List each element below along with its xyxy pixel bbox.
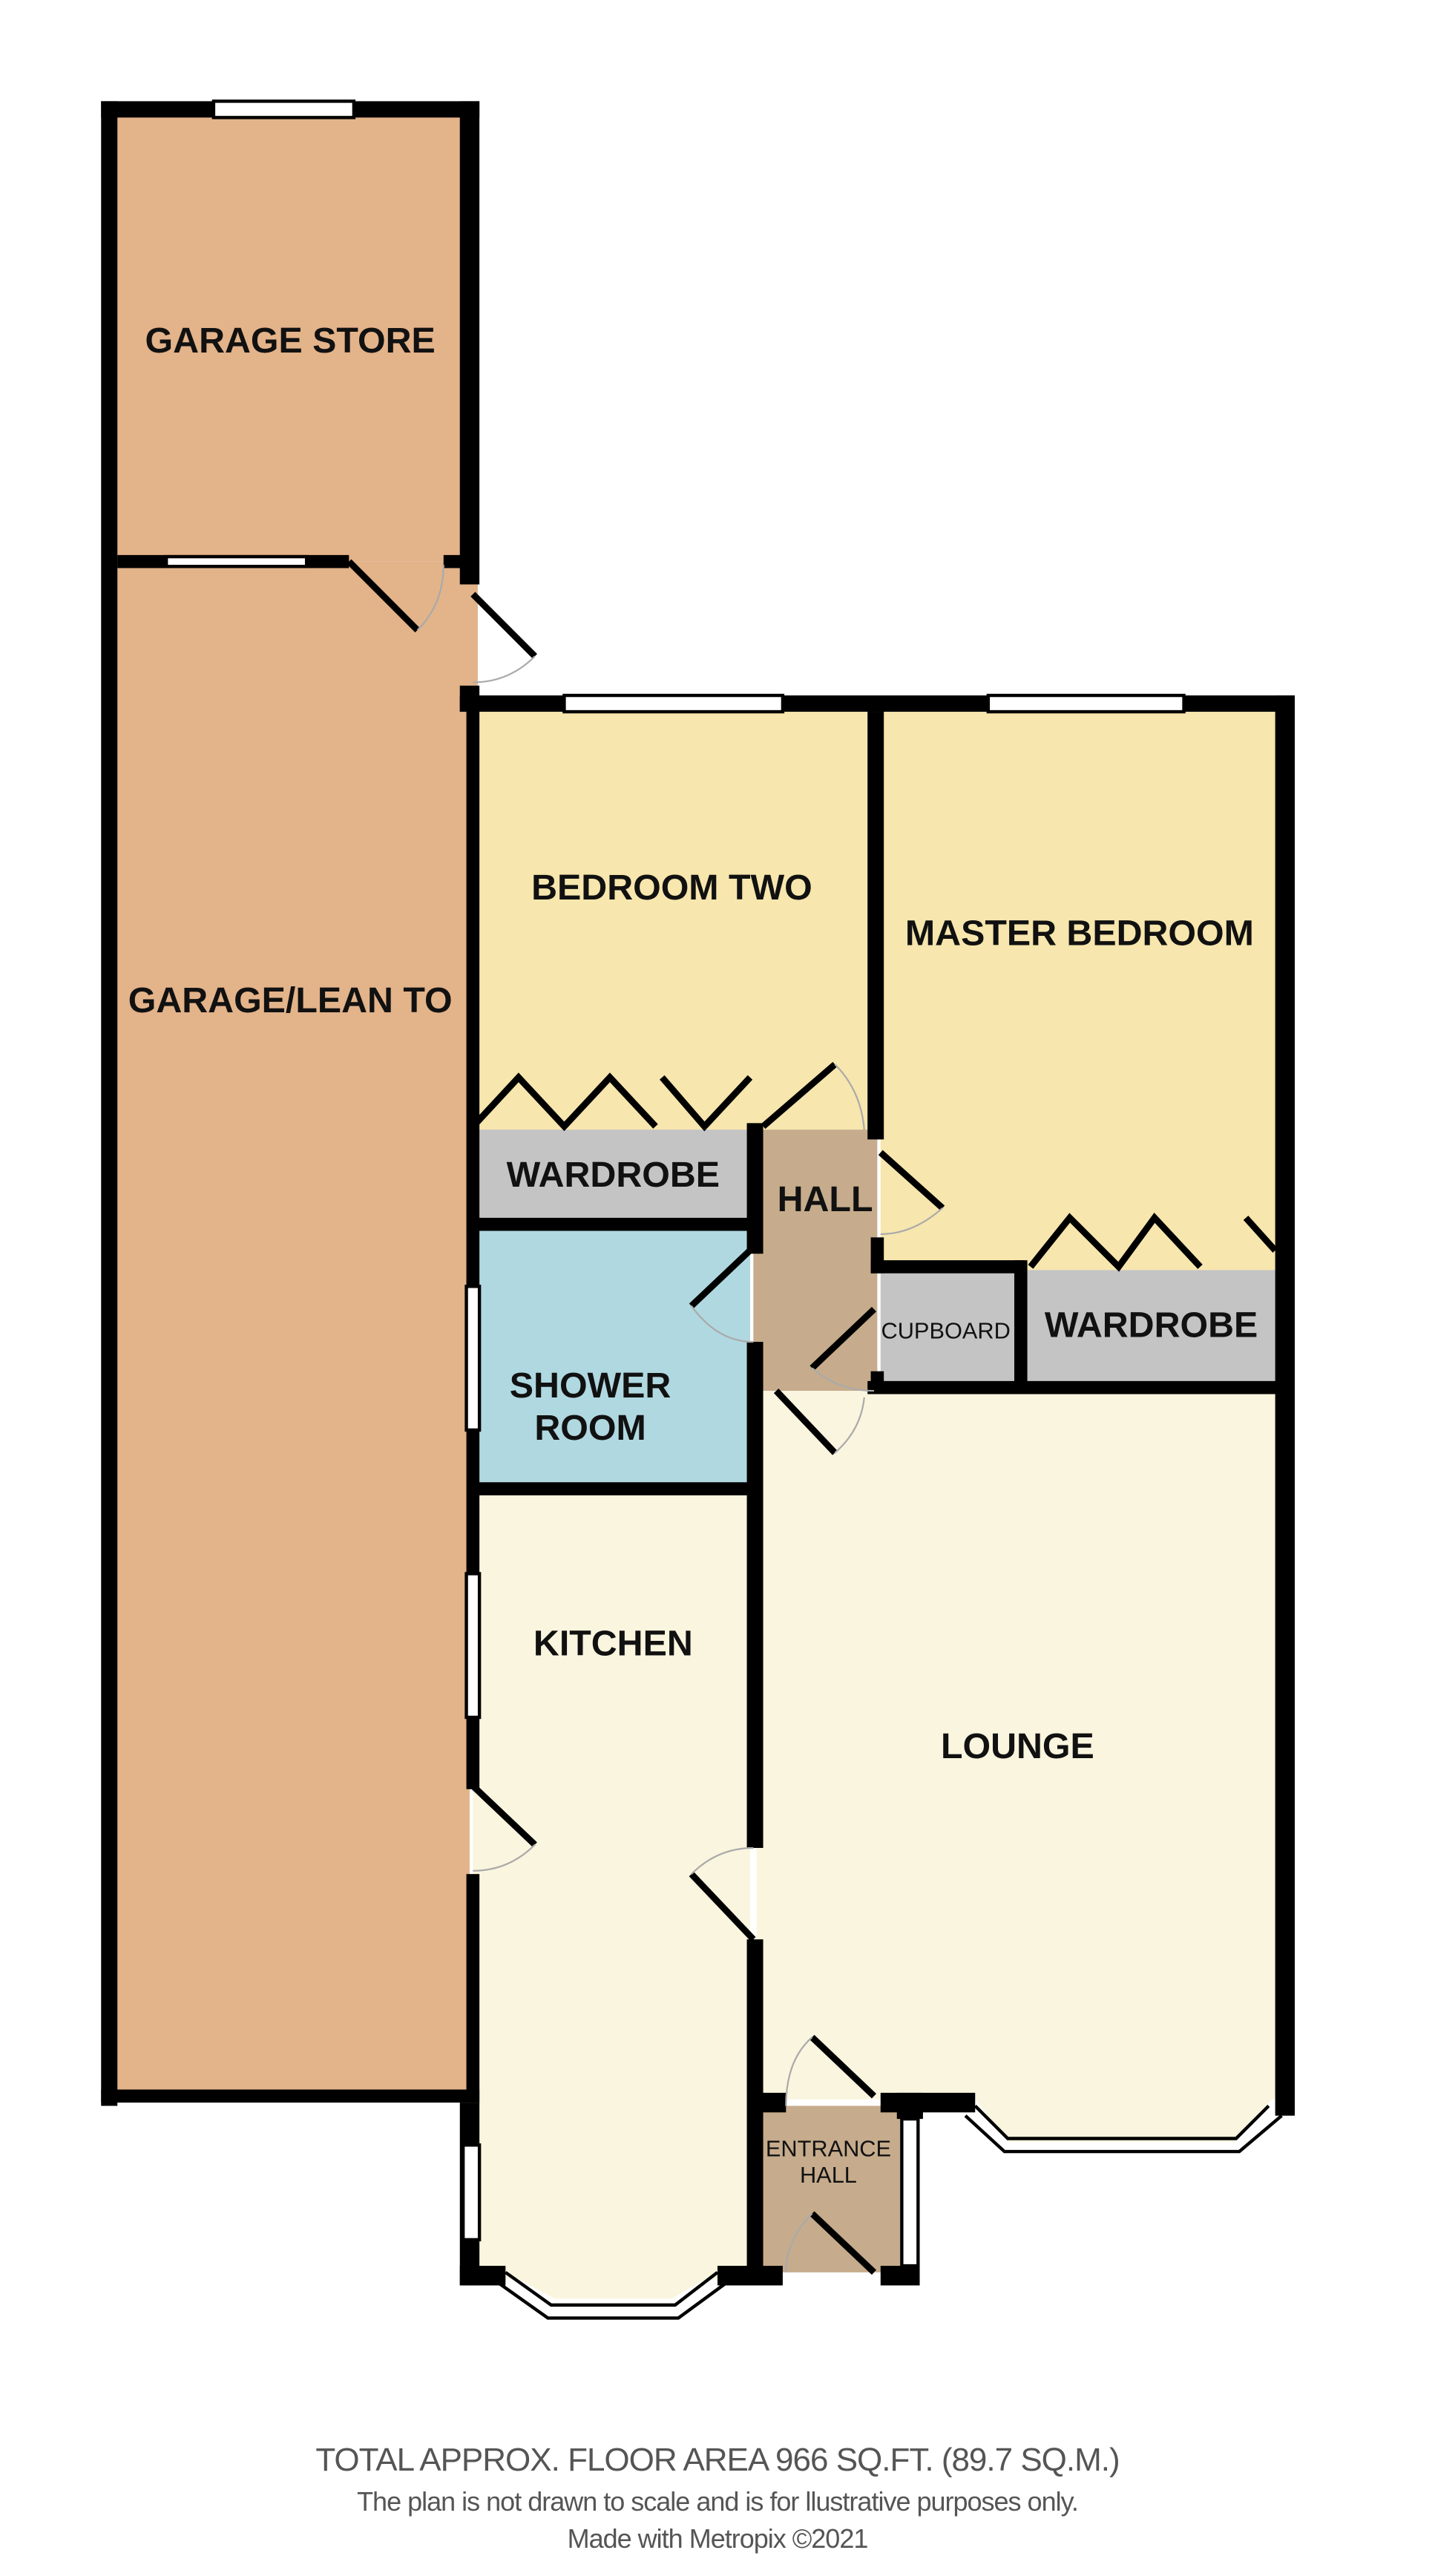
label-entrance-hall-1: ENTRANCE (766, 2136, 891, 2162)
label-entrance-hall-2: HALL (800, 2162, 857, 2188)
label-cupboard: CUPBOARD (881, 1318, 1011, 1344)
label-hall: HALL (778, 1179, 873, 1219)
label-garage-lean-to: GARAGE/LEAN TO (128, 980, 453, 1020)
label-garage-store: GARAGE STORE (145, 321, 436, 361)
room-garage-lean-to (111, 561, 470, 2103)
label-wardrobe-bed2: WARDROBE (507, 1155, 720, 1195)
room-hall (753, 1130, 878, 1392)
metropix-credit: Made with Metropix ©2021 (567, 2523, 869, 2554)
room-wardrobe-master (1027, 1270, 1279, 1385)
garage-door-gap (461, 579, 478, 698)
room-lounge (756, 1391, 1279, 2100)
label-kitchen: KITCHEN (533, 1623, 693, 1663)
windows (164, 99, 1186, 2268)
label-shower-room-1: SHOWER (510, 1366, 671, 1406)
room-wardrobe-bed2 (473, 1130, 747, 1222)
label-lounge: LOUNGE (941, 1726, 1094, 1766)
label-bedroom-two: BEDROOM TWO (531, 868, 812, 908)
room-kitchen (473, 1495, 750, 2279)
room-master-bedroom (880, 705, 1279, 1271)
doors (347, 559, 1278, 2275)
room-shower (473, 1228, 750, 1489)
kitchen-bay (505, 2272, 718, 2299)
label-shower-room-2: ROOM (534, 1408, 646, 1448)
label-wardrobe-master: WARDROBE (1045, 1305, 1258, 1345)
room-entrance-hall (760, 2105, 901, 2272)
door-swings (416, 565, 944, 2272)
scale-disclaimer: The plan is not drawn to scale and is fo… (357, 2486, 1079, 2517)
bay-windows (496, 2104, 1283, 2320)
label-master-bedroom: MASTER BEDROOM (905, 914, 1254, 954)
room-cupboard (880, 1270, 1021, 1385)
room-bedroom-two (473, 705, 874, 1130)
room-garage-store (111, 111, 470, 562)
lounge-bay (975, 2099, 1273, 2142)
total-floor-area: TOTAL APPROX. FLOOR AREA 966 SQ.FT. (89.… (315, 2442, 1120, 2478)
